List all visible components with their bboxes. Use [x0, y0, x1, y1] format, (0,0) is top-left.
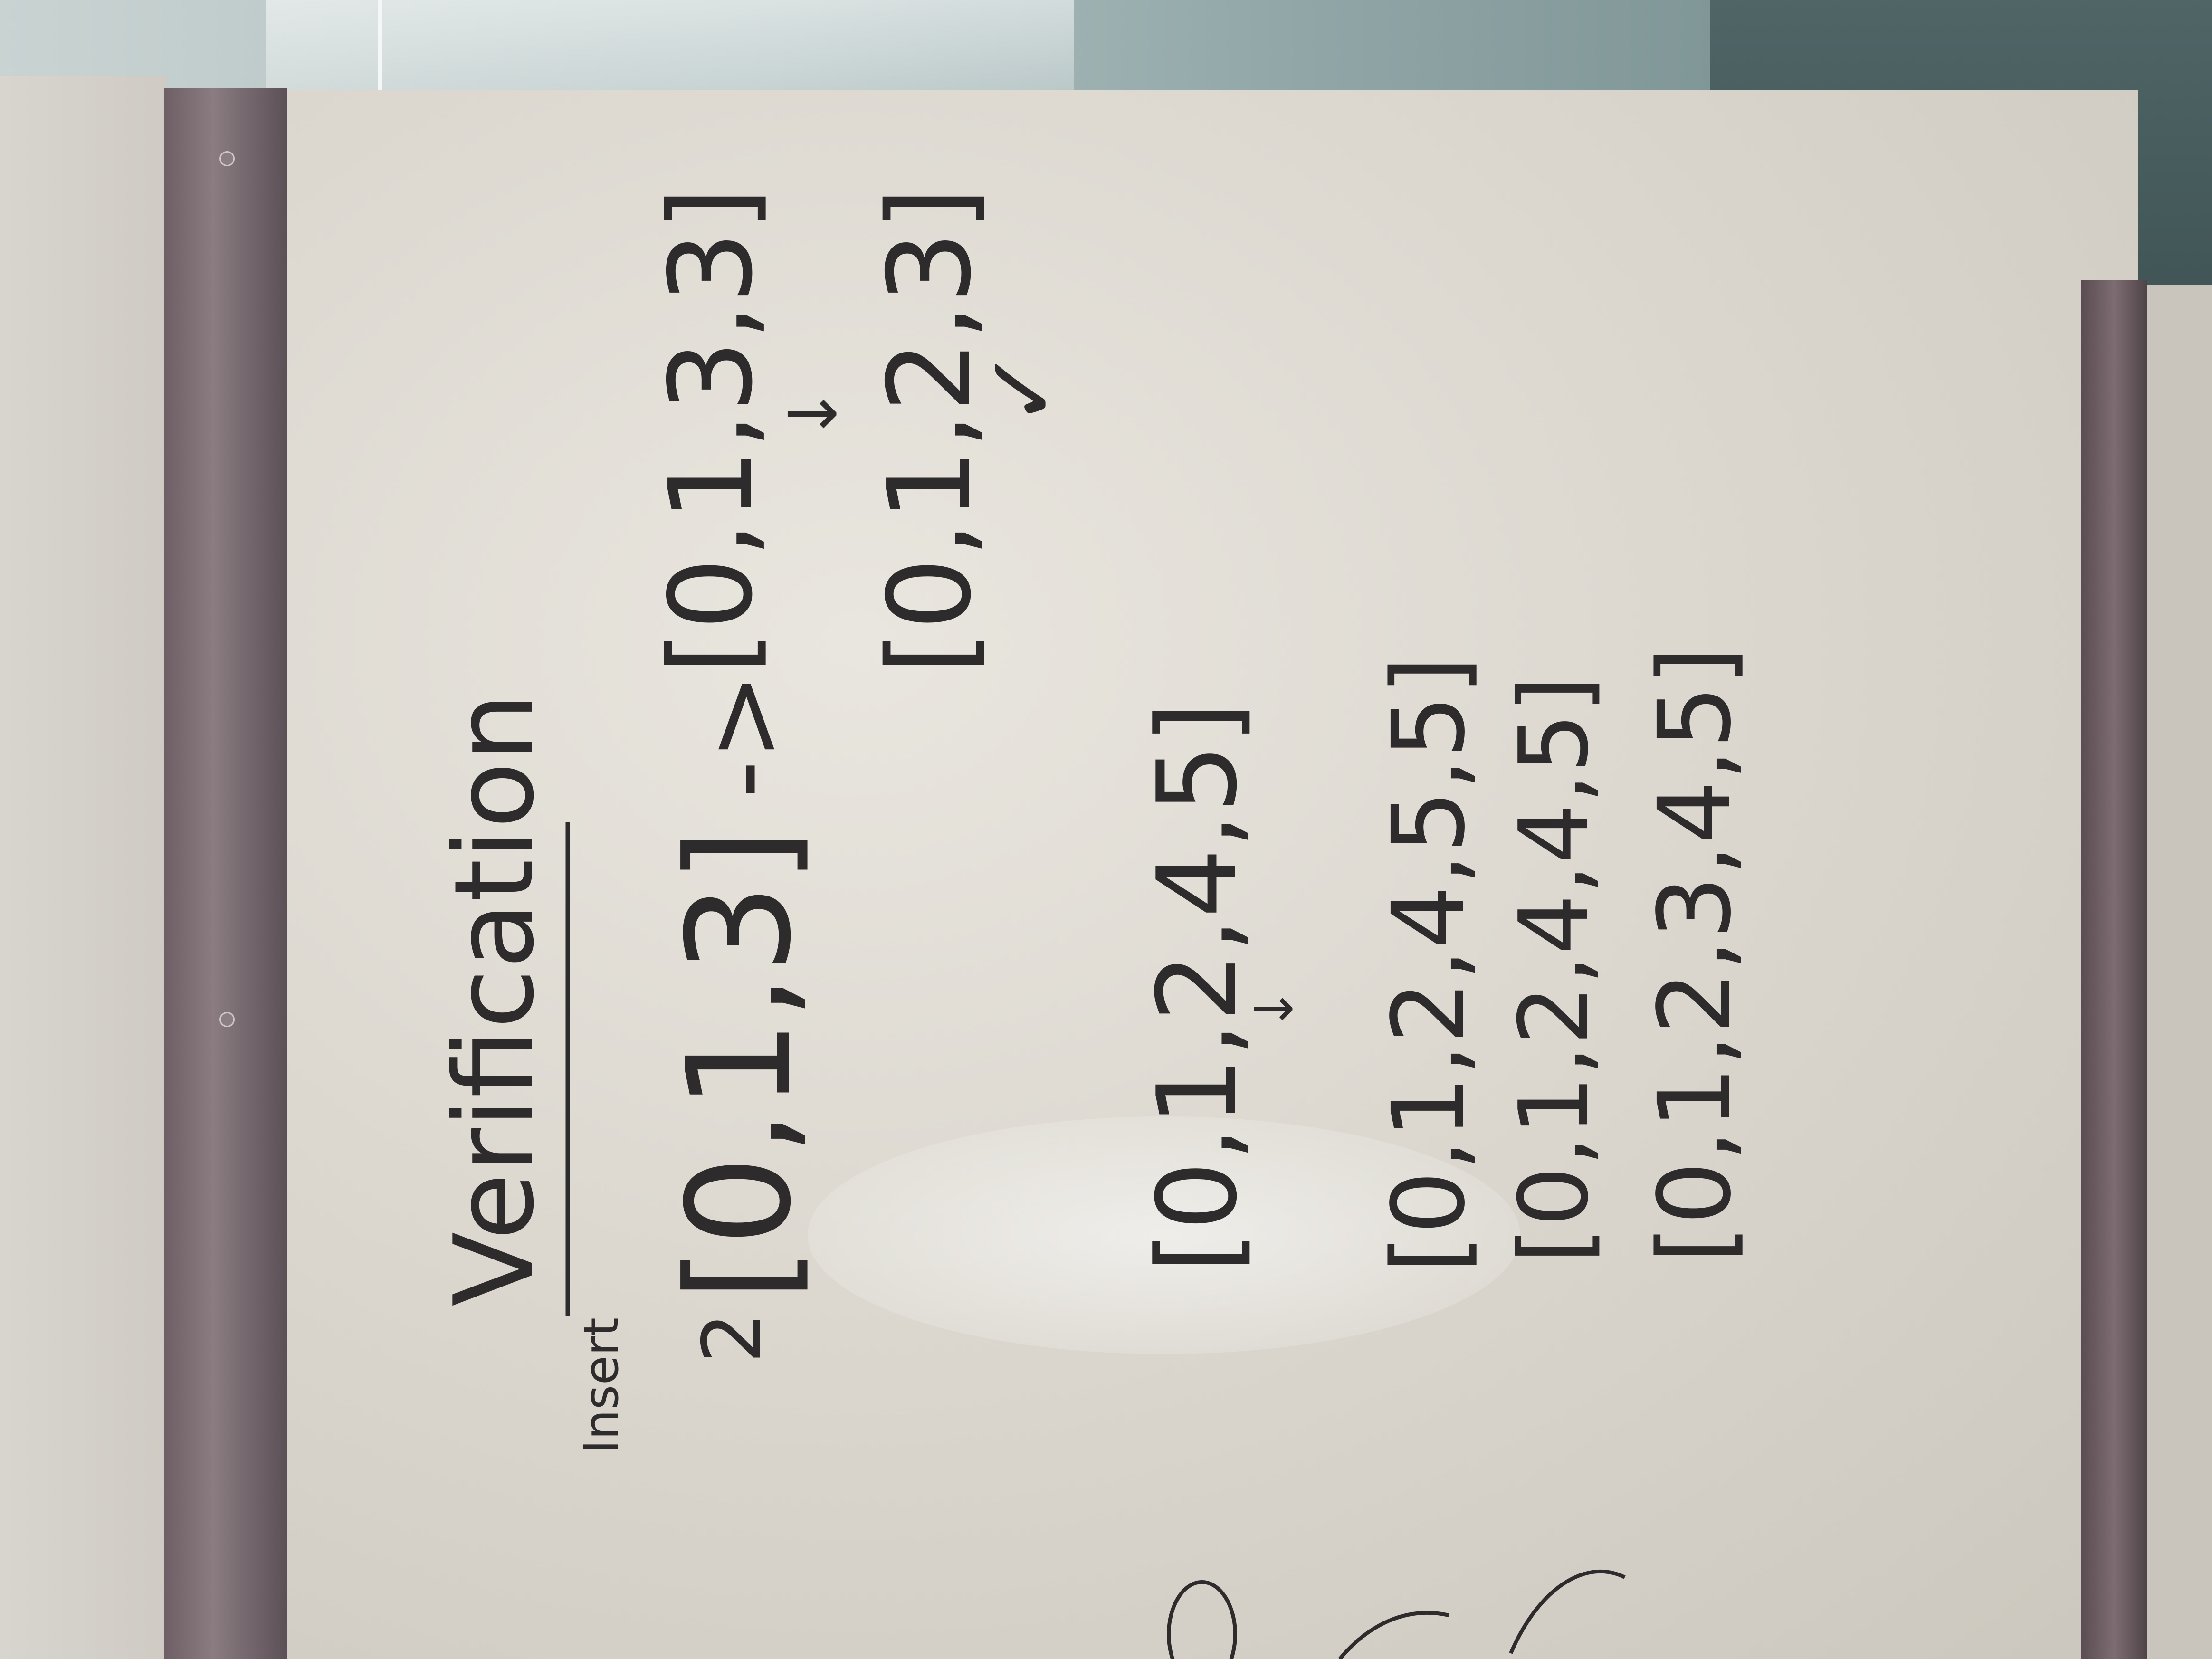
- example1-mid: [0,1,3,3]: [645, 187, 778, 675]
- example1-down-arrow: ↓: [775, 386, 852, 442]
- example2-row3: [0,1,2,4,4,5]: [1499, 676, 1610, 1264]
- frame-screw: [219, 1012, 235, 1027]
- whiteboard-frame-right: [2081, 280, 2147, 1659]
- frame-screw: [219, 151, 235, 166]
- ceiling-light-strip: [378, 0, 382, 114]
- example1-arrow: ->: [682, 673, 804, 798]
- right-wall: [2147, 285, 2212, 1659]
- partial-drawing-stroke: [1338, 1611, 1449, 1659]
- partial-drawing-circle: [1167, 1580, 1237, 1659]
- example1-start: [0,1,3]: [657, 828, 822, 1302]
- whiteboard-glare: [808, 1116, 1520, 1354]
- example2-row4: [0,1,2,3,4,5]: [1637, 647, 1753, 1264]
- insert-label: Insert: [573, 1317, 629, 1454]
- insert-value: 2: [686, 1312, 780, 1363]
- example2-row1: [0,1,2,4,5]: [1135, 701, 1261, 1273]
- whiteboard-frame-left: [164, 88, 287, 1659]
- example2-down-arrow: ↓: [1244, 987, 1305, 1031]
- whiteboard: [166, 90, 2138, 1659]
- example1-end: [0,1,2,3]: [863, 187, 996, 675]
- left-wall: [0, 76, 166, 1659]
- board-title: Verification: [431, 693, 558, 1306]
- example2-row2: [0,1,2,4,5,5]: [1371, 656, 1487, 1273]
- partial-drawing-stroke: [1509, 1569, 1626, 1654]
- checkmark: ✓: [967, 348, 1077, 428]
